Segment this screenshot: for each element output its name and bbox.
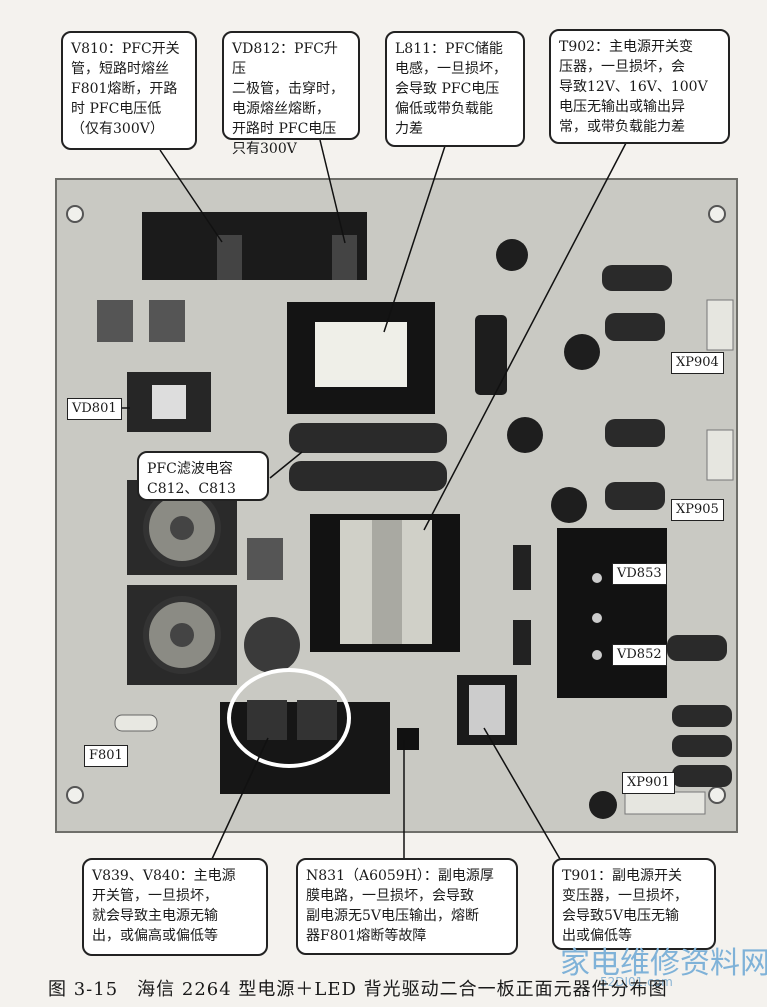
tag-xp904: XP904 xyxy=(671,352,724,374)
callout-n831: N831（A6059H）：副电源厚 膜电路，一旦损坏，会导致 副电源无5V电压输… xyxy=(296,858,518,955)
figure-caption: 图 3-15 海信 2264 型电源＋LED 背光驱动二合一板正面元器件分布图 xyxy=(48,979,668,1000)
tag-xp905: XP905 xyxy=(671,499,724,521)
callout-v839-v840: V839、V840：主电源 开关管，一旦损坏， 就会导致主电源无输 出，或偏高或… xyxy=(82,858,268,956)
watermark-url: 52DJ01.com xyxy=(600,975,673,989)
tag-f801: F801 xyxy=(84,745,128,767)
watermark-brand: 家电维修资料网 xyxy=(560,946,767,981)
callout-t901: T901：副电源开关 变压器，一旦损坏， 会导致5V电压无输 出或偏低等 xyxy=(552,858,716,950)
callout-t902: T902：主电源开关变 压器，一旦损坏，会 导致12V、16V、100V 电压无… xyxy=(549,29,730,144)
tag-xp901: XP901 xyxy=(622,772,675,794)
callout-l811: L811：PFC储能 电感，一旦损坏， 会导致 PFC电压 偏低或带负载能 力差 xyxy=(385,31,525,147)
pcb-components-drawing xyxy=(66,205,734,819)
tag-vd852: VD852 xyxy=(612,644,667,666)
callout-pfc-filter-capacitor: PFC滤波电容 C812、C813 xyxy=(137,451,269,501)
callout-vd812: VD812：PFC升压 二极管，击穿时， 电源熔丝熔断， 开路时 PFC电压 只… xyxy=(222,31,360,157)
tag-vd853: VD853 xyxy=(612,563,667,585)
pcb-board-photo xyxy=(55,178,738,833)
callout-v810: V810：PFC开关 管，短路时熔丝 F801熔断，开路 时 PFC电压低 （仅… xyxy=(61,31,197,150)
tag-vd801: VD801 xyxy=(67,398,122,420)
